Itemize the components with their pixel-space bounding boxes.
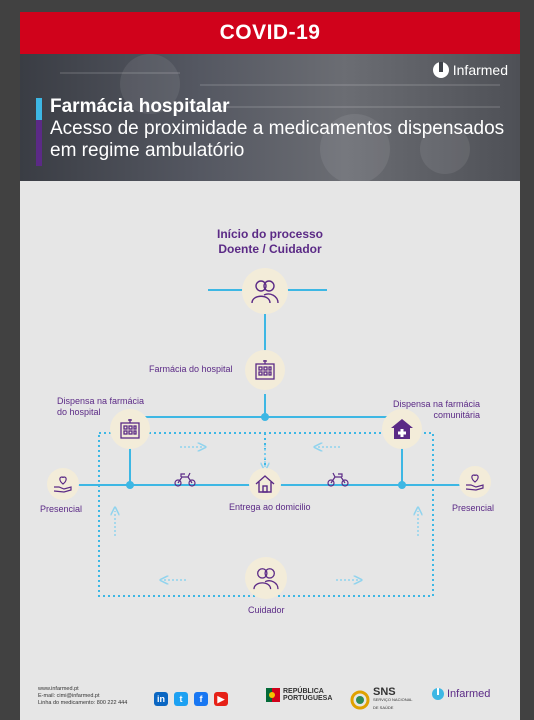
hero-title: Farmácia hospitalar (50, 96, 230, 117)
motorbike-icon (326, 471, 350, 492)
hospital-pharmacy-label: Farmácia do hospital (149, 364, 233, 374)
infarmed-mark-icon (432, 688, 444, 700)
sns-logo: SNS SERVIÇO NACIONAL DE SAÚDE (350, 687, 413, 712)
covid-banner: COVID-19 (20, 12, 520, 54)
community-dispense-label: Dispensa na farmácia comunitária (392, 399, 480, 420)
presencial-right-node (459, 466, 491, 498)
hospital-dispense-node (110, 409, 150, 449)
poster: COVID-19 Infarmed Farmácia hospitalar Ac… (20, 12, 520, 720)
facebook-icon[interactable]: f (194, 692, 208, 706)
twitter-icon[interactable]: t (174, 692, 188, 706)
community-pharmacy-node (382, 409, 422, 449)
process-diagram: Início do processo Doente / Cuidador Far… (20, 181, 520, 661)
flag-emblem-icon (266, 688, 280, 702)
heart-hand-icon (53, 476, 72, 493)
republica-logo: REPÚBLICA PORTUGUESA (266, 688, 332, 702)
sns-emblem-icon (350, 690, 370, 710)
hero-subtitle: Acesso de proximidade a medicamentos dis… (50, 118, 505, 161)
website-link[interactable]: www.infarmed.pt (38, 686, 79, 692)
home-icon (255, 475, 275, 493)
youtube-icon[interactable]: ▶ (214, 692, 228, 706)
presencial-right-label: Presencial (452, 503, 495, 513)
pharmacy-house-icon (391, 419, 413, 439)
hospital-dispense-label: Dispensa na farmácia do hospital (57, 396, 145, 417)
infarmed-mark-icon (432, 62, 449, 78)
hero-banner: Infarmed Farmácia hospitalar Acesso de p… (20, 54, 520, 181)
phone-text: Linha do medicamento: 800 222 444 (38, 700, 128, 706)
home-delivery-node (249, 468, 281, 500)
process-start-title: Início do processo (216, 227, 324, 241)
presencial-left-node (47, 468, 79, 500)
hospital-building-icon (255, 360, 275, 380)
contact-info: www.infarmed.pt E-mail: cimi@infarmed.pt… (38, 686, 127, 707)
caregiver-node (245, 557, 287, 599)
hospital-pharmacy-node (245, 350, 285, 390)
home-delivery-label: Entrega ao domicilio (229, 502, 311, 512)
linkedin-icon[interactable]: in (154, 692, 168, 706)
infarmed-logo: Infarmed (432, 62, 508, 78)
process-start-actor: Doente / Cuidador (218, 242, 322, 256)
motorbike-icon (173, 471, 197, 492)
email-text[interactable]: E-mail: cimi@infarmed.pt (38, 693, 100, 699)
hospital-building-icon (120, 419, 140, 439)
presencial-left-label: Presencial (40, 504, 83, 514)
footer: www.infarmed.pt E-mail: cimi@infarmed.pt… (20, 678, 520, 720)
heart-hand-icon (465, 474, 484, 491)
infarmed-footer-logo: Infarmed (432, 688, 490, 700)
social-links: in t f ▶ (154, 692, 228, 706)
caregiver-label: Cuidador (248, 605, 285, 615)
people-icon (253, 568, 279, 590)
people-icon (251, 280, 279, 304)
patient-caregiver-node (242, 268, 288, 314)
